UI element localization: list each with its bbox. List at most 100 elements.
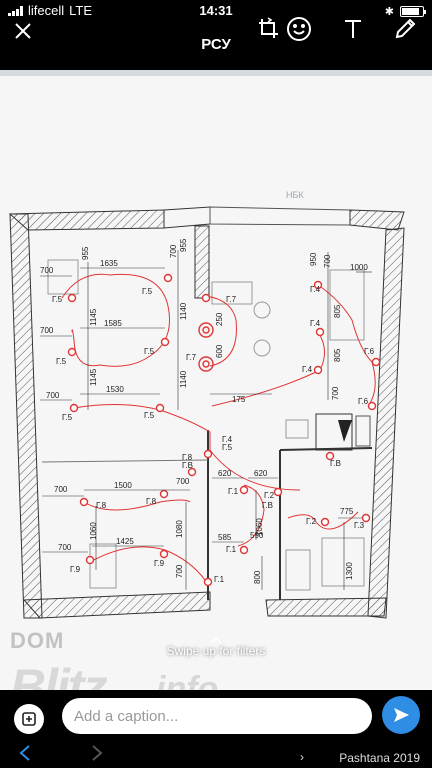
dim-text: 700: [40, 326, 54, 335]
dim-text: 1500: [114, 481, 132, 490]
junction-label: Г.5: [56, 357, 67, 366]
credit-arrow-icon: ›: [300, 750, 304, 764]
close-icon[interactable]: [10, 18, 36, 44]
junction-label: Г.В: [182, 461, 193, 470]
dim-text: 1300: [345, 562, 354, 580]
dim-text: 1425: [116, 537, 134, 546]
status-right: ✱: [384, 5, 426, 18]
dim-text: 700: [58, 543, 72, 552]
dim-text: 250: [215, 312, 224, 326]
chevron-up-icon: [210, 636, 222, 644]
dim-text: 1145: [89, 368, 98, 386]
add-media-button[interactable]: [14, 704, 44, 734]
junction-label: Г.1: [226, 545, 237, 554]
bottom-nav: › Pashtana 2019: [0, 738, 432, 768]
dim-text: 950: [309, 252, 318, 266]
dim-text: 600: [215, 344, 224, 358]
junction-label: Г.5: [142, 287, 153, 296]
junction-label: Г.5: [144, 411, 155, 420]
dim-text: 1530: [106, 385, 124, 394]
dim-text: 1140: [179, 302, 188, 320]
junction-label: Г.5: [144, 347, 155, 356]
dim-text: 620: [254, 469, 268, 478]
back-arrow-icon[interactable]: [18, 744, 32, 762]
signal-icon: [8, 5, 23, 16]
dim-text: 955: [81, 246, 90, 260]
dim-text: 700: [169, 244, 178, 258]
junction-label: Г.1: [214, 575, 225, 584]
dim-text: 620: [218, 469, 232, 478]
junction-label: Г.8: [146, 497, 157, 506]
forward-arrow-icon[interactable]: [90, 744, 104, 762]
status-bar: lifecell LTE 14:31 ✱: [0, 0, 432, 22]
status-time: 14:31: [199, 3, 233, 18]
dim-text: 1060: [255, 518, 264, 536]
caption-bar: › Pashtana 2019: [0, 690, 432, 768]
watermark-blitz: Blitz: [10, 659, 108, 690]
junction-label: Г.В: [330, 459, 341, 468]
dim-text: 700: [331, 386, 340, 400]
junction-label: Г.5: [222, 443, 233, 452]
status-left: lifecell LTE: [8, 3, 92, 18]
swipe-hint: Swipe up for filters: [0, 636, 432, 658]
junction-label: Г.2: [264, 491, 275, 500]
junction-label: Г.4: [222, 435, 233, 444]
rotate-crop-icon[interactable]: [254, 14, 284, 44]
dim-text: 700: [46, 391, 60, 400]
emoji-sticker-icon[interactable]: [284, 14, 314, 44]
junction-label: Г.5: [52, 295, 63, 304]
network-type: LTE: [69, 3, 93, 18]
watermark-info: info: [156, 670, 219, 690]
dim-text: 585: [218, 533, 232, 542]
add-photo-icon: [22, 712, 36, 726]
dim-text: 700: [175, 564, 184, 578]
dim-text: 1000: [350, 263, 368, 272]
dim-text: 175: [232, 395, 246, 404]
dim-text: 800: [253, 570, 262, 584]
dim-text: 955: [179, 238, 188, 252]
send-icon: [394, 708, 409, 722]
watermark-dom: DOM: [10, 628, 65, 653]
dim-text: 1585: [104, 319, 122, 328]
dim-text: 1060: [89, 522, 98, 540]
dim-text: 700: [323, 254, 332, 268]
credit-text: Pashtana 2019: [339, 751, 420, 765]
photo-canvas[interactable]: НБК 700 955 1635 700 955 1145 700 1585 1…: [0, 70, 432, 690]
photo-top-band: [0, 70, 432, 76]
dim-text: 590: [250, 531, 264, 540]
junction-label: Г.2: [306, 517, 317, 526]
junction-label: Г.7: [226, 295, 237, 304]
dim-text: 700: [40, 266, 54, 275]
junction-label: Г.В: [262, 501, 273, 510]
dim-text: 700: [176, 477, 190, 486]
bluetooth-icon: ✱: [384, 6, 394, 18]
junction-label: Г.8: [182, 453, 193, 462]
junction-label: Г.1: [228, 487, 239, 496]
battery-icon: [400, 6, 426, 17]
dim-text: 805: [333, 304, 342, 318]
junction-label: Г.9: [70, 565, 81, 574]
image-title: РСУ: [201, 36, 231, 53]
carrier-name: lifecell: [28, 3, 65, 18]
pencil-icon[interactable]: [390, 14, 420, 44]
junction-label: Г.8: [96, 501, 107, 510]
junction-label: Г.3: [354, 521, 365, 530]
send-button[interactable]: [382, 696, 420, 734]
dim-text: 700: [54, 485, 68, 494]
editor-toolbar: РСУ: [0, 0, 432, 70]
swipe-hint-text: Swipe up for filters: [166, 644, 266, 658]
dim-text: 1635: [100, 259, 118, 268]
junction-label: Г.4: [310, 319, 321, 328]
junction-label: Г.6: [358, 397, 369, 406]
dim-text: 1140: [179, 370, 188, 388]
caption-input[interactable]: [62, 698, 372, 734]
dim-text: 805: [333, 348, 342, 362]
junction-label: Г.9: [154, 559, 165, 568]
dim-text: 1145: [89, 308, 98, 326]
text-icon[interactable]: [338, 14, 368, 44]
junction-label: Г.4: [310, 285, 321, 294]
plan-label-nbk: НБК: [286, 190, 304, 200]
dim-text: 1080: [175, 520, 184, 538]
junction-label: Г.5: [62, 413, 73, 422]
dim-text: 775: [340, 507, 354, 516]
